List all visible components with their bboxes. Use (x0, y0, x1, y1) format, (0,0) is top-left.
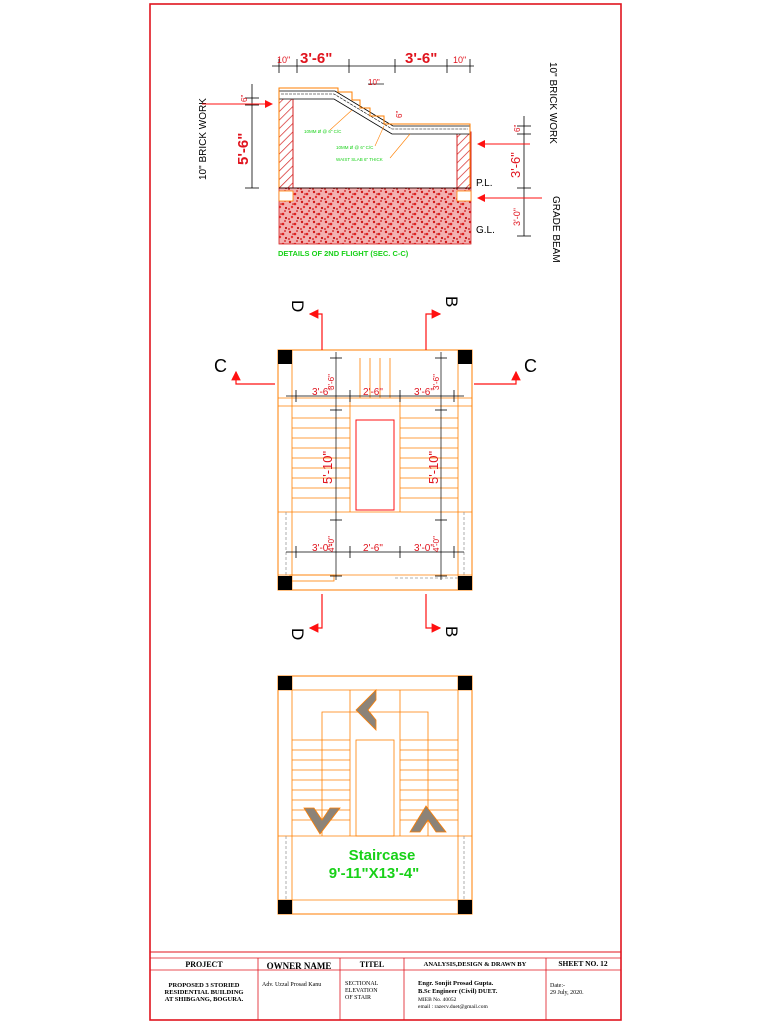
dim-right-lower: 3'-0" (512, 208, 522, 226)
landing-slab (278, 90, 471, 135)
plan-dim-top-5: 3'-6" (432, 374, 441, 390)
grade-beam-label: GRADE BEAM (550, 196, 561, 263)
dim-top-1: 10" (277, 55, 290, 65)
dim-right-upper: 3'-6" (508, 152, 523, 178)
section-cc: 10" 3'-6" 3'-6" 10" 10" 6" 5'-6" (198, 50, 561, 263)
layout-size: 9'-11"X13'-4" (329, 865, 420, 882)
tb-date: 29 July, 2020. (550, 990, 584, 996)
note-rebar-1: 10MM Ø @ 6" C/C (304, 129, 342, 134)
tb-owner-header: OWNER NAME (267, 961, 332, 971)
tb-project-line-2: RESIDENTIAL BUILDING (165, 989, 244, 996)
tb-project-header: PROJECT (185, 960, 223, 969)
note-rebar-2: 10MM Ø @ 6" C/C (336, 145, 374, 150)
stair-plan: 3'-6" 3'-6" 2'-6" 3'-6" 3'-6" 3'-0" 4'-0… (214, 296, 537, 640)
dim-small-1: 10" (368, 78, 380, 87)
ground-fill (278, 187, 472, 245)
stair-layout: Staircase 9'-11"X13'-4" (277, 675, 473, 915)
layout-title: Staircase (349, 847, 416, 864)
plan-dim-bottom-4: 3'-0" (414, 543, 434, 554)
marker-c-left: C (214, 356, 227, 376)
tb-date-label: Date:- (550, 983, 565, 989)
plan-dim-top-1: 3'-6" (312, 387, 332, 398)
right-brick-label: 10" BRICK WORK (547, 62, 558, 144)
dim-left-height: 5'-6" (235, 133, 252, 165)
plan-dim-top-3: 2'-6" (363, 387, 383, 398)
plan-dim-bottom-1: 3'-0" (312, 543, 332, 554)
section-caption: DETAILS OF 2ND FLIGHT (SEC. C-C) (278, 249, 409, 258)
flight-length-left: 5'-10" (320, 450, 335, 484)
direction-arrow-icon (409, 805, 447, 833)
dim-left-small: 6" (240, 95, 249, 102)
marker-c-right: C (524, 356, 537, 376)
plan-dim-bottom-2: 4'-0" (327, 536, 336, 552)
flight-length-right: 5'-10" (426, 450, 441, 484)
marker-d-bottom: D (288, 628, 307, 640)
tb-title-line-3: OF STAIR (345, 995, 371, 1001)
tb-owner: Adv. Uzzal Prosad Kanu (262, 982, 321, 988)
title-block: PROJECT OWNER NAME TITEL ANALYSIS,DESIGN… (149, 951, 622, 1021)
gl-label: G.L. (476, 225, 495, 236)
direction-arrow-icon (303, 807, 341, 835)
plan-dim-top-4: 3'-6" (414, 387, 434, 398)
tb-project-line-1: PROPOSED 3 STORIED (168, 982, 239, 989)
left-brick-label: 10" BRICK WORK (198, 98, 209, 180)
tb-analysis-header: ANALYSIS,DESIGN & DRAWN BY (424, 961, 527, 968)
marker-b-bottom: B (442, 626, 461, 637)
tb-sheet-header: SHEET NO. 12 (558, 959, 608, 968)
note-waist-slab: WAIST SLAB 6" THICK (336, 157, 383, 162)
dim-top-2: 3'-6" (300, 50, 332, 67)
tb-title-header: TITEL (360, 960, 384, 969)
direction-arrow-icon (355, 689, 377, 731)
dim-top-3: 3'-6" (405, 50, 437, 67)
tb-email: email : razecv.duet@gmail.com (418, 1004, 488, 1010)
pl-label: P.L. (476, 178, 493, 189)
marker-d-top: D (288, 300, 307, 312)
tb-engineer-line-2: B.Sc Engineer (Civil) DUET. (418, 988, 498, 995)
tb-mieb: MIEB No. 40052 (418, 997, 457, 1003)
tb-project-line-3: AT SHIBGANG, BOGURA. (165, 996, 244, 1003)
tb-title-line-2: ELEVATION (345, 988, 378, 994)
tb-engineer-line-1: Engr. Sonjit Prosad Gupta. (418, 980, 494, 987)
dim-top-4: 10" (453, 55, 466, 65)
plan-dim-bottom-3: 2'-6" (363, 543, 383, 554)
dim-right-small: 6" (513, 125, 522, 132)
tb-title-line-1: SECTIONAL (345, 981, 379, 987)
plan-dim-bottom-5: 4'-0" (432, 536, 441, 552)
right-brick-wall (456, 131, 472, 189)
left-brick-wall (278, 97, 294, 189)
plan-dim-top-2: 3'-6" (327, 374, 336, 390)
dim-small-landing: 6" (395, 111, 404, 118)
marker-b-top: B (442, 296, 461, 307)
